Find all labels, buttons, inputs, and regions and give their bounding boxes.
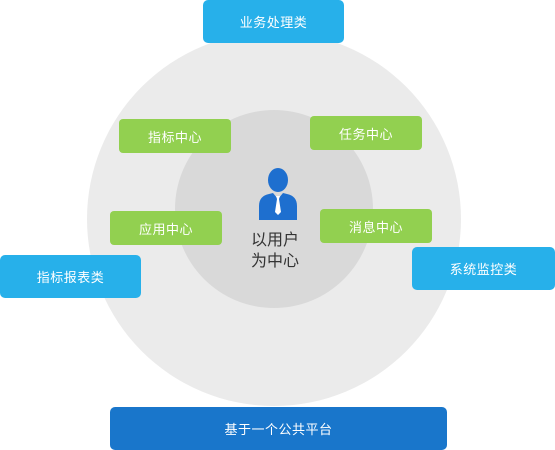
left-category-label: 指标报表类 [36,271,105,286]
application-center-label: 应用中心 [138,222,193,238]
indicator-center-label: 指标中心 [147,130,202,146]
top-category-label: 业务处理类 [239,16,308,31]
user-icon [259,168,297,220]
center-label: 以用户 为中心 [236,229,314,271]
top-category-box: 业务处理类 [203,0,344,43]
right-category-box: 系统监控类 [412,247,555,290]
message-center-box: 消息中心 [320,209,432,243]
center-label-line2: 为中心 [250,251,299,270]
right-category-label: 系统监控类 [449,263,518,278]
indicator-center-box: 指标中心 [119,119,231,153]
task-center-box: 任务中心 [310,116,422,150]
bottom-platform-label: 基于一个公共平台 [224,423,333,438]
message-center-label: 消息中心 [348,220,403,236]
center-label-line1: 以用户 [250,230,299,249]
task-center-label: 任务中心 [338,127,393,143]
application-center-box: 应用中心 [110,211,222,245]
left-category-box: 指标报表类 [0,255,141,298]
bottom-platform-box: 基于一个公共平台 [110,407,447,450]
